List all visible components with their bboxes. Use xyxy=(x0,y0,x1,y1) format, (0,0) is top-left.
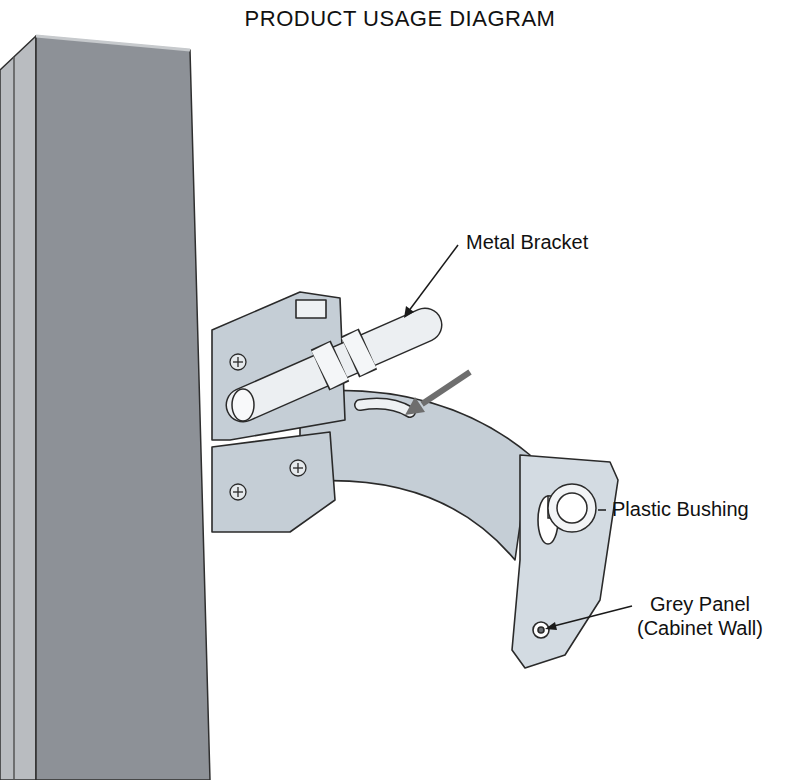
leader-line xyxy=(408,245,458,312)
screw xyxy=(290,460,306,476)
metal-rod xyxy=(243,325,425,405)
leader-line xyxy=(550,606,632,627)
mounting-plate xyxy=(296,300,326,318)
metal-rod xyxy=(350,349,368,357)
screw xyxy=(237,357,238,367)
leader-line xyxy=(404,306,414,318)
plastic-bushing xyxy=(548,484,596,532)
cabinet-panel xyxy=(13,57,15,780)
cabinet-panel xyxy=(36,36,190,50)
screw xyxy=(230,484,246,500)
bracket-arm xyxy=(360,404,410,412)
metal-rod xyxy=(232,325,425,421)
part-label: Grey Panel (Cabinet Wall) xyxy=(625,592,775,640)
metal-rod xyxy=(351,349,367,357)
part-label: Plastic Bushing xyxy=(612,497,796,521)
cabinet-panel xyxy=(36,36,210,780)
leader-line xyxy=(598,509,606,511)
cabinet-panel xyxy=(0,36,210,780)
insert-arrow xyxy=(405,397,425,415)
screw xyxy=(297,463,298,473)
bracket-arm xyxy=(300,390,618,668)
diagram-title: PRODUCT USAGE DIAGRAM xyxy=(0,6,800,32)
leader-line xyxy=(545,622,557,630)
mounting-plate xyxy=(212,432,335,532)
bracket-arm xyxy=(360,404,410,412)
metal-rod xyxy=(243,325,425,405)
bracket-arm xyxy=(538,627,544,633)
plastic-bushing xyxy=(557,493,587,523)
screw xyxy=(237,487,238,497)
metal-rod xyxy=(320,361,340,370)
insert-arrow xyxy=(405,372,470,415)
screw xyxy=(230,354,246,370)
metal-rod xyxy=(232,389,254,421)
plastic-bushing xyxy=(548,484,596,532)
metal-rod xyxy=(321,361,339,370)
cabinet-panel xyxy=(0,36,36,780)
leader-line xyxy=(404,245,632,630)
insert-arrow xyxy=(422,372,470,404)
bracket-arm xyxy=(512,455,618,668)
part-label: Metal Bracket xyxy=(466,230,666,254)
bracket-arm xyxy=(533,622,549,638)
